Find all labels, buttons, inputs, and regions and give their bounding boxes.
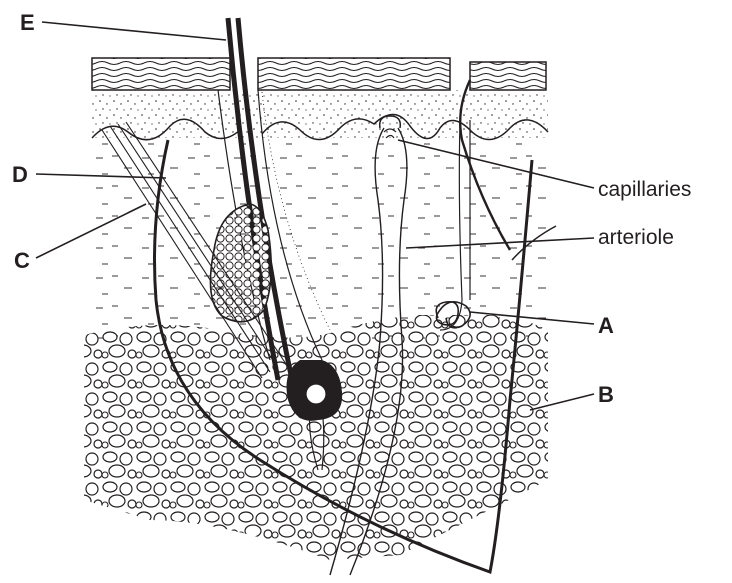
label-capillaries: capillaries: [598, 178, 691, 201]
label-arteriole: arteriole: [598, 226, 674, 249]
dermis: [92, 140, 548, 340]
label-b: B: [598, 382, 614, 407]
label-e: E: [20, 10, 35, 35]
label-a: A: [598, 313, 614, 338]
label-d: D: [12, 162, 28, 187]
fat-tissue: [84, 315, 550, 565]
label-c: C: [14, 248, 30, 273]
epidermis: [92, 58, 548, 140]
